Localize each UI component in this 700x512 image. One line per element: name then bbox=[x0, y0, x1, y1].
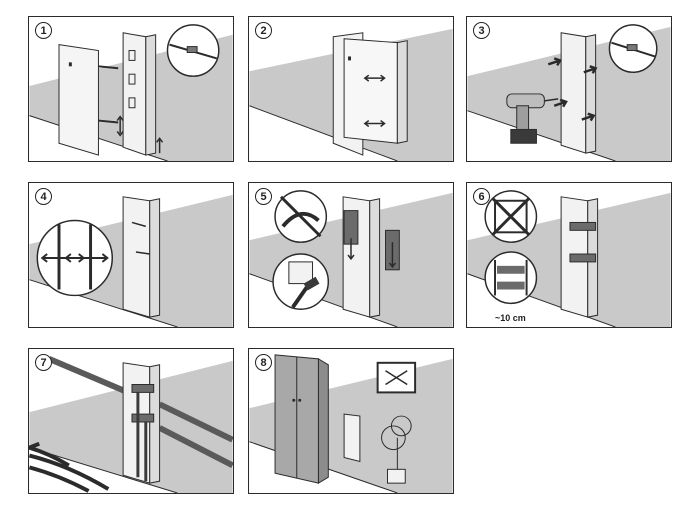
step-4-panel: 4 bbox=[28, 182, 234, 328]
step-5-illustration bbox=[249, 190, 453, 327]
step-number: 2 bbox=[255, 22, 272, 39]
step-4-illustration bbox=[29, 194, 233, 327]
step-number: 6 bbox=[473, 188, 490, 205]
step-2-illustration bbox=[249, 28, 453, 161]
step-6-panel: 6 ~10 cm bbox=[466, 182, 672, 328]
step-7-panel: 7 bbox=[28, 348, 234, 494]
step-number: 8 bbox=[255, 354, 272, 371]
step-3-illustration bbox=[467, 24, 671, 161]
step-number: 3 bbox=[473, 22, 490, 39]
step-number: 7 bbox=[35, 354, 52, 371]
step-7-illustration bbox=[29, 356, 233, 493]
step-8-illustration bbox=[249, 354, 453, 493]
step-number: 4 bbox=[35, 188, 52, 205]
step-1-illustration bbox=[29, 24, 233, 161]
spacing-caption: ~10 cm bbox=[495, 313, 526, 323]
step-8-panel: 8 bbox=[248, 348, 454, 494]
step-2-panel: 2 bbox=[248, 16, 454, 162]
step-number: 1 bbox=[35, 22, 52, 39]
step-number: 5 bbox=[255, 188, 272, 205]
step-1-panel: 1 bbox=[28, 16, 234, 162]
step-5-panel: 5 bbox=[248, 182, 454, 328]
step-3-panel: 3 bbox=[466, 16, 672, 162]
step-6-illustration bbox=[467, 190, 671, 327]
